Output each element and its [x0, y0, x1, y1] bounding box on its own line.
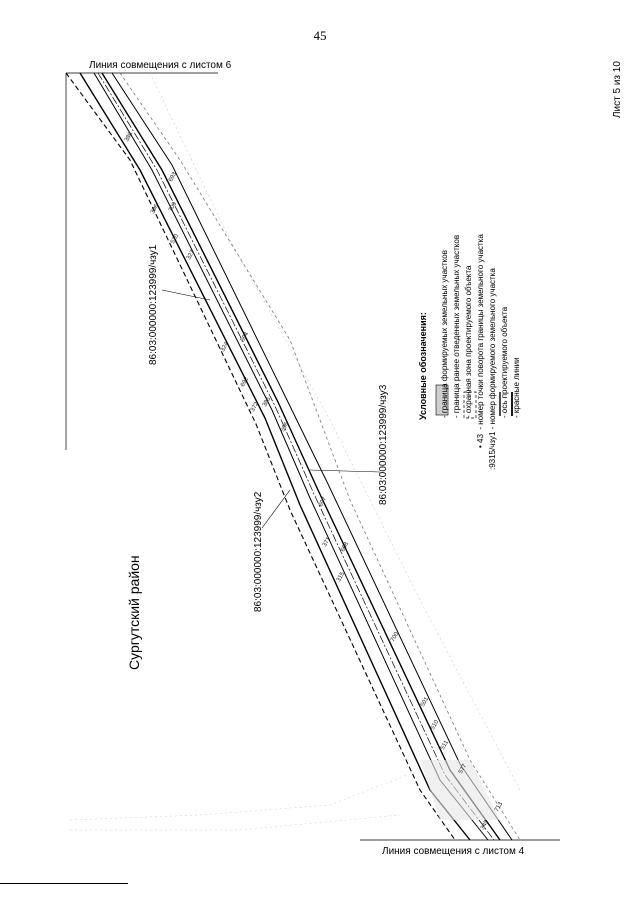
legend-symbol-zone: [463, 391, 477, 419]
object-axis: [97, 72, 495, 841]
red-line-3: [101, 72, 501, 841]
faint-line-3: [70, 814, 401, 831]
page-number: 45: [313, 28, 327, 43]
legend-item-1: - граница формируемых земельных участков: [440, 250, 449, 418]
leader-zu2: [261, 489, 291, 529]
legend-item-4: • 43 - номер точки поворота границы земе…: [476, 234, 485, 448]
legend-item-5: :9315/чзу1 - номер формируемого земельно…: [488, 268, 497, 470]
footer-rule: [0, 883, 128, 884]
protection-zone-right: [119, 72, 521, 841]
parcel-label-zu3: 86:03:000000:123999/чзу3: [378, 384, 389, 505]
protection-zone-left: [65, 72, 456, 841]
leader-zu1: [161, 289, 211, 301]
parcel-hatch: [420, 760, 500, 820]
leader-zu3: [309, 469, 381, 473]
district-label: Сургутский район: [126, 555, 142, 670]
bottom-match-label: Линия совмещения с листом 4: [382, 846, 525, 857]
red-line-4: [111, 72, 513, 841]
red-line-1: [79, 72, 471, 841]
legend-item-3: - охранная зона проектируемого объекта: [464, 265, 473, 418]
parcel-label-zu1: 86:03:000000:123999/чзу1: [148, 244, 159, 365]
parcel-label-zu2: 86:03:000000:123999/чзу2: [253, 491, 264, 612]
legend-symbol-parcel: [435, 384, 449, 416]
legend-item-7: - красные линии: [512, 357, 521, 418]
legend-title: Условные обозначения:: [418, 312, 428, 420]
legend-item-6: - ось проектируемого объекта: [500, 306, 509, 418]
legend-item-2: - граница ранее отведенных земельных уча…: [452, 234, 461, 418]
faint-line-1: [149, 72, 521, 791]
faint-line-2: [69, 769, 421, 821]
top-match-label: Линия совмещения с листом 6: [89, 60, 232, 71]
